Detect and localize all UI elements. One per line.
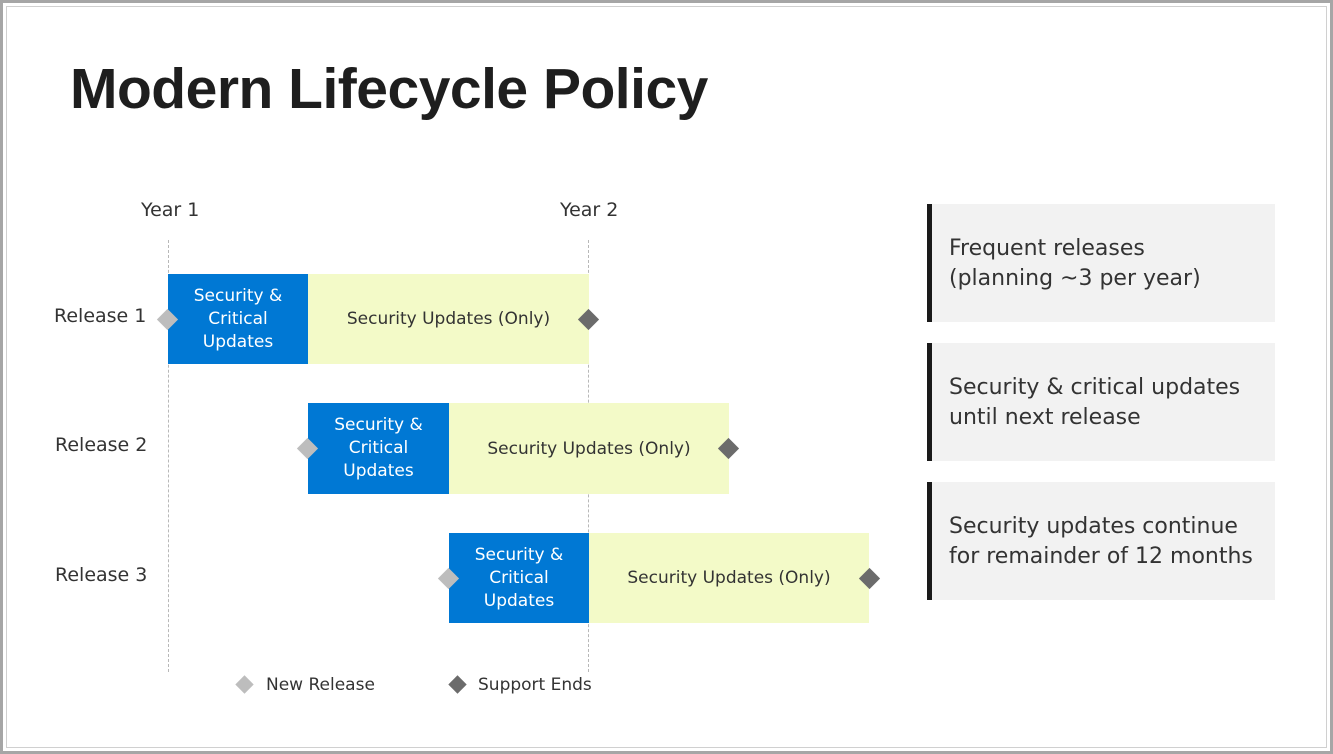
release-2-security-bar: Security Updates (Only) bbox=[449, 403, 729, 494]
release-1-security-bar: Security Updates (Only) bbox=[308, 274, 589, 364]
info-panel-critical-updates: Security & critical updates until next r… bbox=[927, 343, 1275, 461]
panel-line: until next release bbox=[949, 405, 1141, 430]
bar-label: Security Updates (Only) bbox=[627, 568, 831, 588]
year-2-label: Year 2 bbox=[560, 199, 619, 221]
release-1-critical-bar: Security & Critical Updates bbox=[168, 274, 308, 364]
panel-line: Frequent releases bbox=[949, 236, 1145, 261]
bar-label: Security & Critical Updates bbox=[334, 415, 423, 481]
slide-inner-border bbox=[6, 6, 1327, 748]
legend-support-ends-label: Support Ends bbox=[478, 675, 592, 695]
release-1-label: Release 1 bbox=[54, 305, 147, 327]
release-2-label: Release 2 bbox=[55, 434, 148, 456]
bar-label: Security Updates (Only) bbox=[346, 309, 551, 329]
year-1-gridline bbox=[168, 240, 169, 672]
year-1-label: Year 1 bbox=[141, 199, 200, 221]
info-panel-security-updates: Security updates continue for remainder … bbox=[927, 482, 1275, 600]
panel-line: Security updates continue bbox=[949, 514, 1238, 539]
release-3-critical-bar: Security & Critical Updates bbox=[449, 533, 589, 623]
info-panel-frequent-releases: Frequent releases (planning ~3 per year) bbox=[927, 204, 1275, 322]
release-2-critical-bar: Security & Critical Updates bbox=[308, 403, 449, 494]
bar-label: Security Updates (Only) bbox=[487, 438, 691, 459]
release-3-security-bar: Security Updates (Only) bbox=[589, 533, 869, 623]
panel-line: for remainder of 12 months bbox=[949, 544, 1253, 569]
panel-line: (planning ~3 per year) bbox=[949, 266, 1201, 291]
slide-title: Modern Lifecycle Policy bbox=[70, 57, 708, 121]
bar-label: Security & Critical Updates bbox=[474, 544, 564, 611]
legend-new-release-label: New Release bbox=[266, 675, 375, 695]
release-3-label: Release 3 bbox=[55, 564, 148, 586]
panel-line: Security & critical updates bbox=[949, 375, 1241, 400]
bar-label: Security & Critical Updates bbox=[193, 285, 283, 352]
